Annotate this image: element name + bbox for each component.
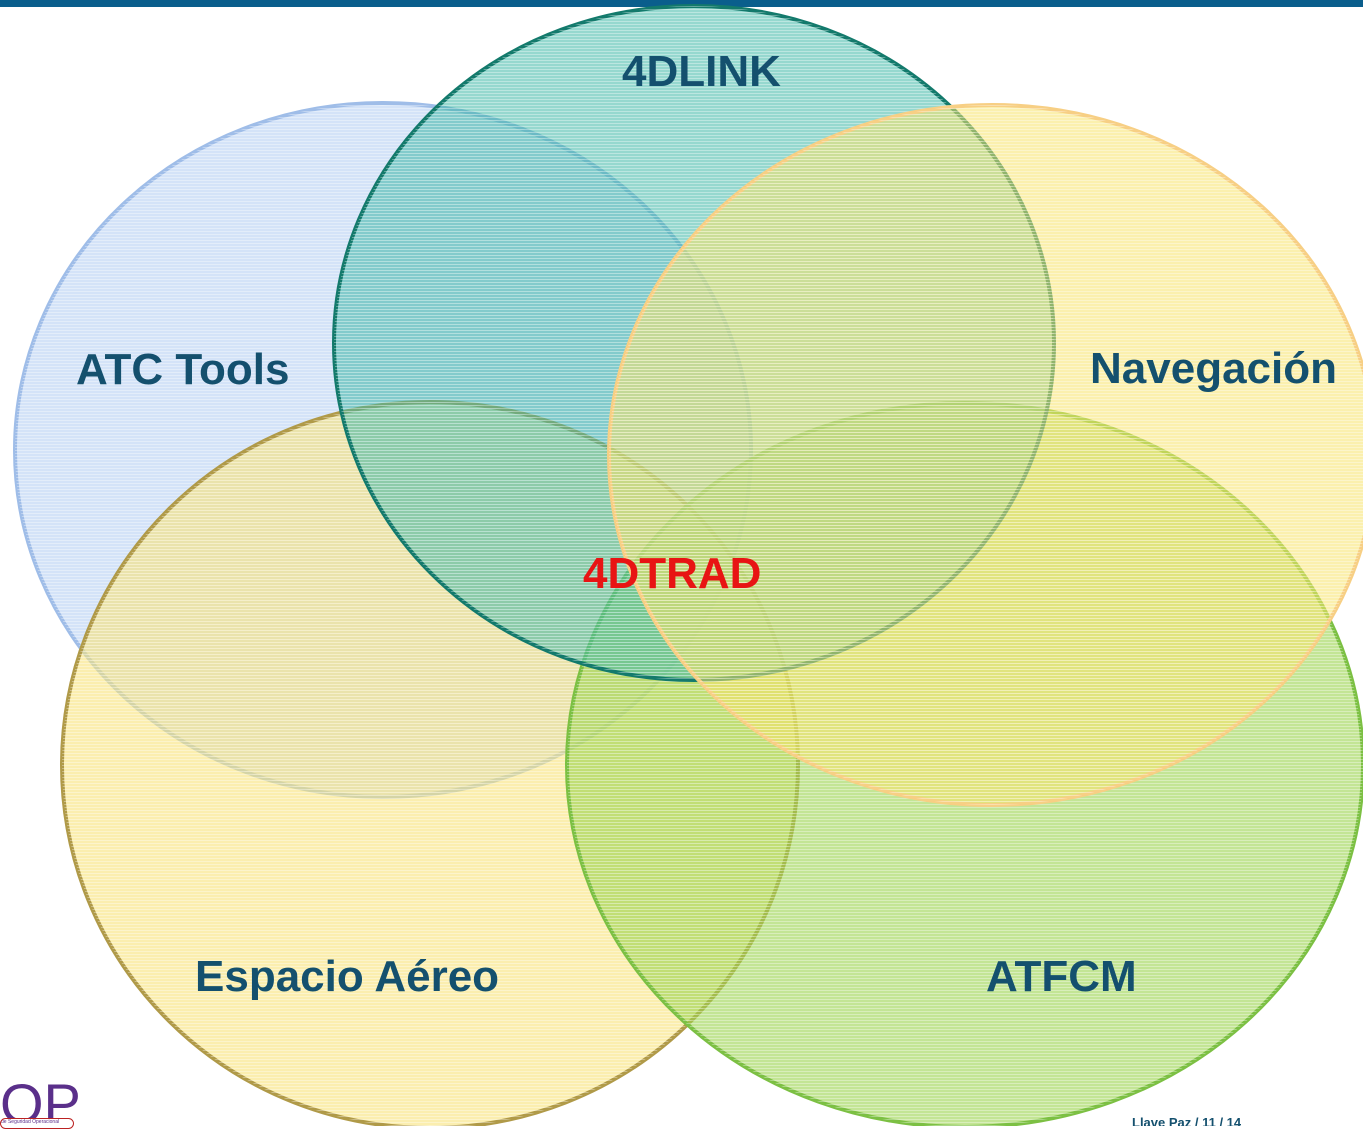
hatch-navegacion xyxy=(609,105,1363,805)
label-center-4dtrad: 4DTRAD xyxy=(583,549,761,598)
label-4dlink: 4DLINK xyxy=(622,47,781,96)
label-atfcm: ATFCM xyxy=(986,952,1137,1001)
footer-text: Llave Paz / 11 / 14 xyxy=(1132,1117,1242,1126)
logo-tagline: de Seguridad Operacional xyxy=(0,1118,74,1129)
label-atc-tools: ATC Tools xyxy=(76,345,289,394)
label-navegacion: Navegación xyxy=(1090,344,1337,393)
label-espacio-aereo: Espacio Aéreo xyxy=(195,952,499,1001)
header-bar xyxy=(0,0,1363,7)
